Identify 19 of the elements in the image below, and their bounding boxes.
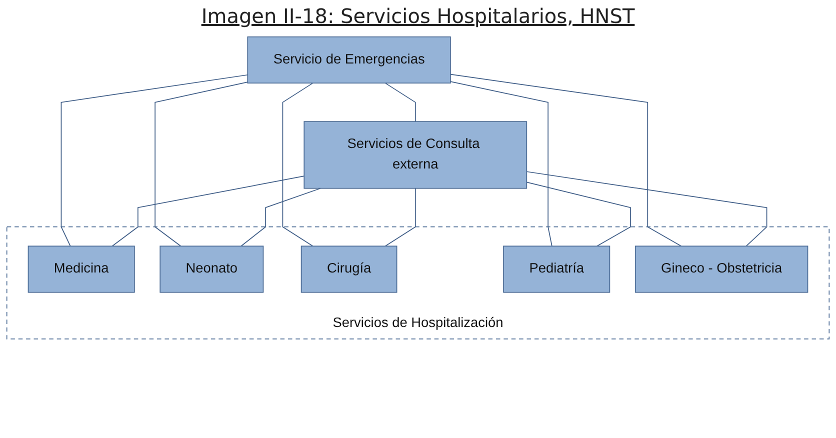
node-box: Pediatría [503,246,610,293]
connector [450,74,682,247]
connector [384,188,416,247]
node-box: Servicios de Consulta externa [304,121,528,189]
connector [154,82,248,247]
node-box: Neonato [160,246,264,293]
connector [384,82,416,122]
node-box: Cirugía [300,246,398,293]
node-box: Medicina [28,246,135,293]
connector [112,176,305,247]
diagram-title: Imagen II-18: Servicios Hospitalarios, HNST [200,4,636,28]
connector [282,82,314,247]
connector [450,81,552,247]
node-box: Gineco - Obstetricia [634,246,808,293]
connector [526,171,768,247]
connector [240,188,321,247]
node-box: Servicio de Emergencias [247,36,451,84]
connector [60,74,248,247]
connector [526,182,631,247]
